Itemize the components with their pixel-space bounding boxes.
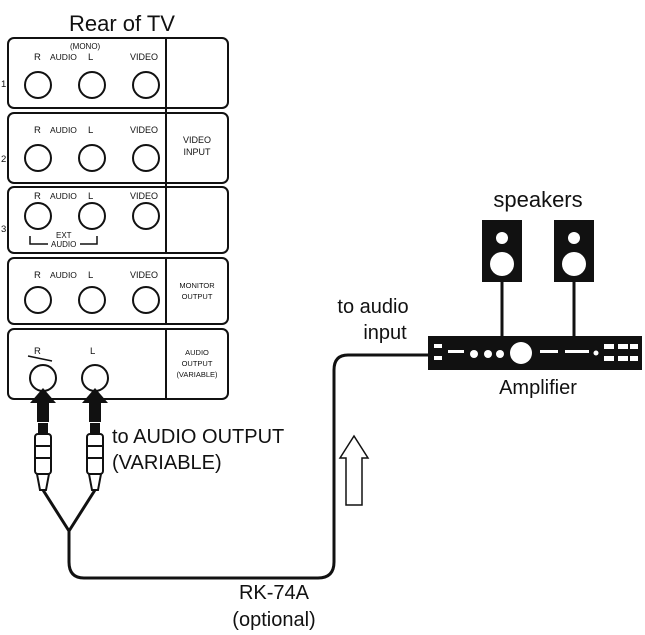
- to-audio-output-line2: (VARIABLE): [112, 452, 222, 474]
- row-number-3: 3: [1, 224, 6, 235]
- to-audio-output-line1: to AUDIO OUTPUT: [112, 426, 284, 448]
- jack-monitor-r: [24, 286, 52, 314]
- arrow-into-r-jack: [30, 388, 56, 422]
- cable-optional-label: (optional): [232, 609, 315, 631]
- label-r-1: R: [34, 52, 41, 63]
- label-r-3: R: [34, 191, 41, 202]
- amplifier: [428, 336, 642, 370]
- jack-l-2: [78, 144, 106, 172]
- label-l-2: L: [88, 125, 93, 136]
- cable-rk74a: [41, 353, 428, 580]
- jack-l-1: [78, 71, 106, 99]
- arrow-into-l-jack: [82, 388, 108, 422]
- jack-audio-out-r: [29, 364, 57, 392]
- tv-rear-panel: [7, 37, 229, 400]
- r-variable-mark: [27, 355, 53, 362]
- jack-video-2: [132, 144, 160, 172]
- label-r-2: R: [34, 125, 41, 136]
- insert-arrows: [30, 388, 108, 422]
- label-video-1: VIDEO: [130, 52, 158, 62]
- diagram-title: Rear of TV: [69, 11, 175, 36]
- jack-video-3: [132, 202, 160, 230]
- panel-monitor-output: [7, 257, 229, 325]
- label-l-monitor: L: [88, 270, 93, 281]
- ext-label: EXT: [56, 231, 72, 240]
- label-audio-1: AUDIO: [50, 52, 77, 62]
- speaker-right: [554, 220, 594, 336]
- panel-row-2: [7, 112, 229, 184]
- audio-output-line1: AUDIO: [185, 348, 209, 357]
- speaker-left: [482, 220, 522, 336]
- video-input-label-line2: INPUT: [184, 147, 212, 157]
- label-l-audio-out: L: [90, 346, 95, 357]
- row-number-1: 1: [1, 79, 6, 90]
- jack-r-1: [24, 71, 52, 99]
- monitor-output-line2: OUTPUT: [182, 292, 213, 301]
- label-video-2: VIDEO: [130, 125, 158, 135]
- speakers-label: speakers: [493, 187, 582, 212]
- label-audio-monitor: AUDIO: [50, 270, 77, 280]
- label-l-3: L: [88, 191, 93, 202]
- label-r-monitor: R: [34, 270, 41, 281]
- monitor-output-line1: MONITOR: [179, 281, 215, 290]
- label-video-3: VIDEO: [130, 191, 158, 201]
- label-r-audio-out: R: [34, 346, 41, 357]
- mono-label: (MONO): [70, 42, 101, 51]
- to-audio-input-line1: to audio: [337, 296, 408, 318]
- panel-audio-output: [7, 328, 229, 400]
- rca-plugs: [34, 423, 104, 491]
- panel-row-3: [7, 186, 229, 254]
- jack-r-3: [24, 202, 52, 230]
- audio-output-line2: OUTPUT: [182, 359, 213, 368]
- rca-plug-l: [86, 423, 104, 491]
- jack-r-2: [24, 144, 52, 172]
- label-video-monitor: VIDEO: [130, 270, 158, 280]
- panel-row-1: [7, 37, 229, 109]
- jack-monitor-l: [78, 286, 106, 314]
- cable-model-label: RK-74A: [239, 582, 310, 604]
- label-audio-3: AUDIO: [50, 191, 77, 201]
- rca-plug-r: [34, 423, 52, 491]
- jack-l-3: [78, 202, 106, 230]
- label-l-1: L: [88, 52, 93, 63]
- ext-audio-label: AUDIO: [51, 240, 76, 249]
- ext-audio-bracket: [29, 236, 98, 245]
- row-number-2: 2: [1, 154, 6, 165]
- direction-arrow: [338, 434, 370, 506]
- video-input-label-line1: VIDEO: [183, 135, 211, 145]
- jack-video-1: [132, 71, 160, 99]
- jack-monitor-video: [132, 286, 160, 314]
- label-audio-2: AUDIO: [50, 125, 77, 135]
- amplifier-label: Amplifier: [499, 377, 577, 399]
- panel-labels: (MONO) R AUDIO L VIDEO 1 R AUDIO L VIDEO…: [1, 42, 218, 379]
- to-audio-input-line2: input: [363, 322, 407, 344]
- audio-output-line3: (VARIABLE): [176, 370, 218, 379]
- jack-audio-out-l: [81, 364, 109, 392]
